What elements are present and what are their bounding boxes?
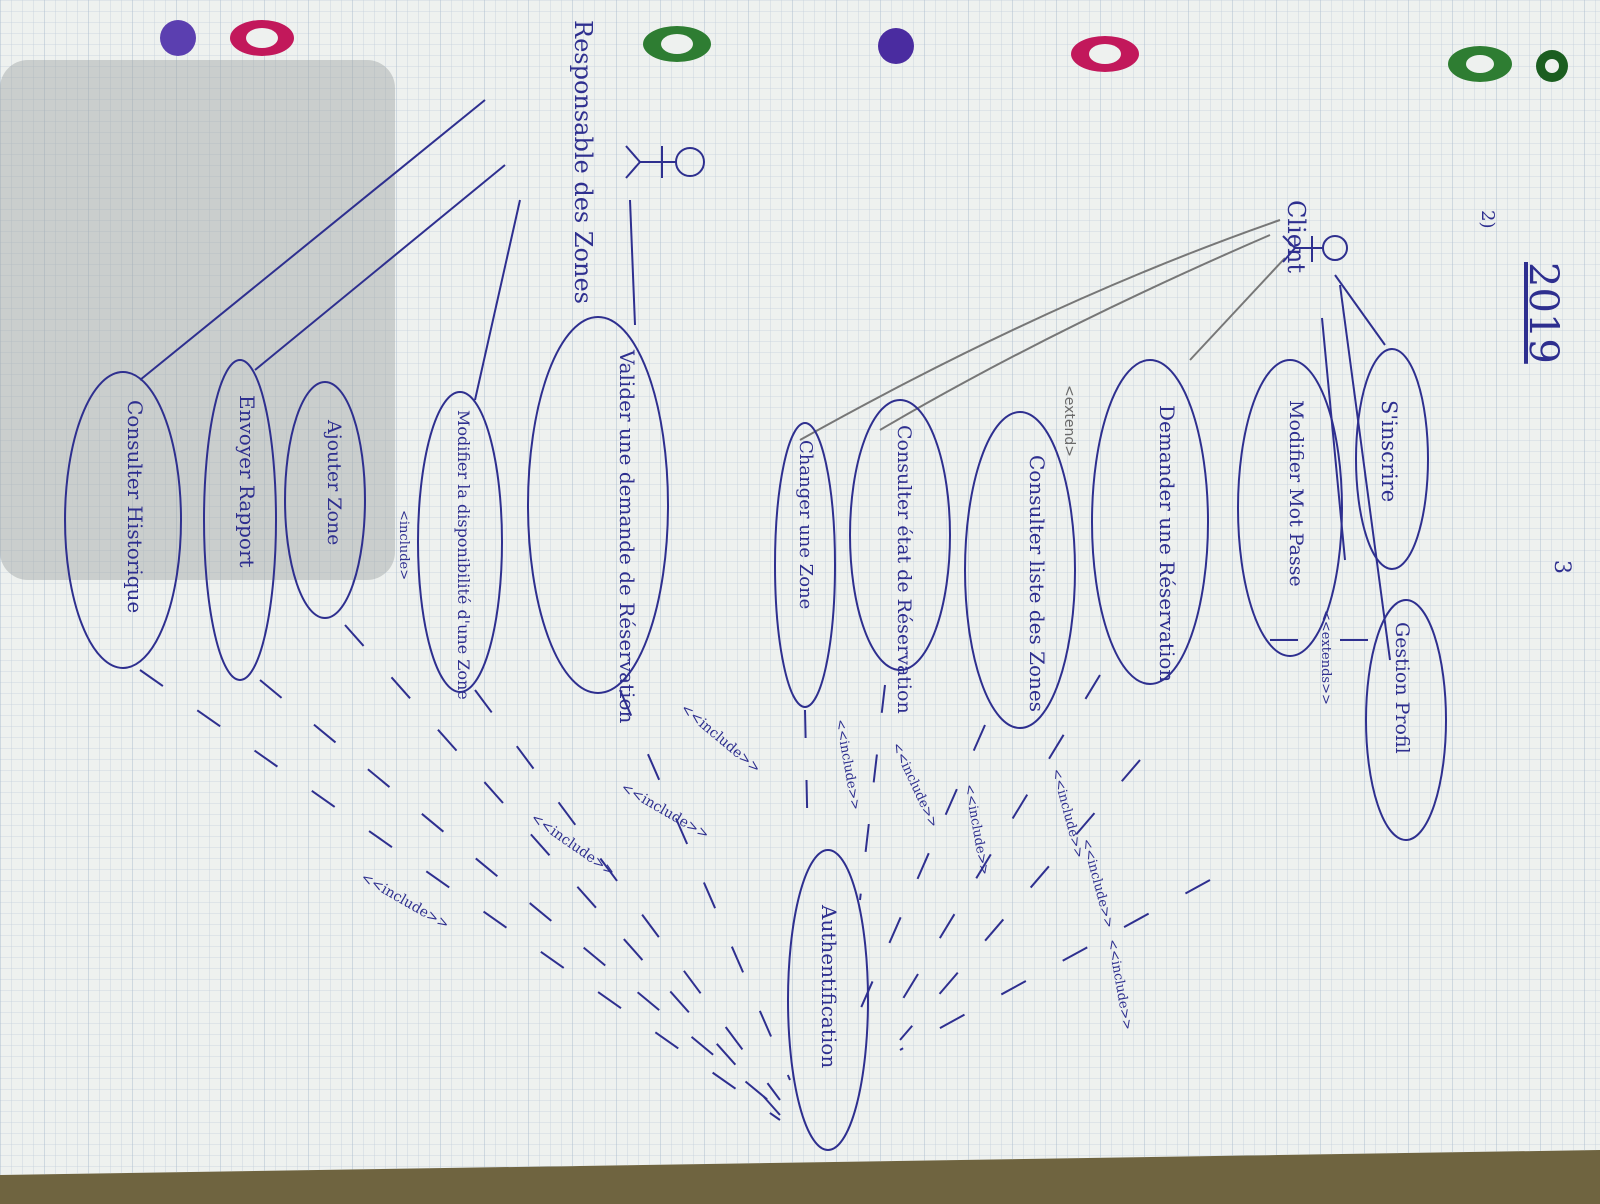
- use-case-consulter-liste: Consulter liste des Zones: [964, 411, 1076, 729]
- svg-text:Consulter état de Réservation: Consulter état de Réservation: [893, 425, 915, 714]
- client-associations: [799, 219, 1286, 441]
- use-case-demande-reservation: Demander une Réservation: [1091, 359, 1209, 685]
- svg-text:Consulter liste des Zones: Consulter liste des Zones: [1025, 455, 1049, 712]
- responsable-associations: [139, 99, 636, 401]
- include-arrows: [139, 624, 1380, 1121]
- svg-text:Authentification: Authentification: [817, 904, 841, 1068]
- use-case-consulter-historique: Consulter Historique: [64, 371, 182, 669]
- actor-responsable: [625, 145, 705, 179]
- svg-text:Valider une demande de Réserva: Valider une demande de Réservation: [615, 349, 639, 723]
- use-case-valider: Valider une demande de Réservation: [527, 316, 669, 723]
- svg-text:<include>: <include>: [396, 510, 411, 580]
- actor-responsable-label: Responsable des Zones: [569, 20, 597, 304]
- svg-text:Consulter Historique: Consulter Historique: [123, 400, 147, 613]
- year-label: 2019: [1520, 262, 1566, 364]
- use-case-ajouter-zone: Ajouter Zone: [284, 381, 366, 619]
- svg-text:S'inscrire: S'inscrire: [1377, 400, 1401, 502]
- stereotype-extends-right: <<extends>>: [1318, 610, 1333, 705]
- actor-client: [1282, 235, 1348, 263]
- binder-holes: [160, 20, 1568, 82]
- svg-text:Ajouter Zone: Ajouter Zone: [323, 419, 345, 545]
- svg-text:Demander une Réservation: Demander une Réservation: [1155, 405, 1179, 682]
- use-case-authentification: Authentification: [787, 849, 869, 1151]
- question-number: 2): [1477, 210, 1498, 228]
- svg-text:Gestion Profil: Gestion Profil: [1391, 622, 1413, 754]
- svg-text:Modifier la disponibilité d'un: Modifier la disponibilité d'une Zone: [454, 410, 473, 700]
- use-case-consulter-etat: Consulter état de Réservation: [849, 399, 951, 714]
- svg-text:Modifier Mot Passe: Modifier Mot Passe: [1285, 400, 1307, 587]
- use-case-envoyer-rapport: Envoyer Rapport: [203, 359, 277, 681]
- use-case-modifier-mdp: Modifier Mot Passe: [1237, 359, 1343, 657]
- page-number: 3: [1549, 560, 1574, 574]
- svg-text:Changer une Zone: Changer une Zone: [795, 440, 816, 609]
- use-case-modifier-dispo: Modifier la disponibilité d'une Zone: [417, 391, 503, 700]
- use-case-sinscrire: S'inscrire: [1355, 348, 1429, 570]
- use-case-gestion-profil: Gestion Profil: [1365, 599, 1447, 841]
- svg-text:Envoyer Rapport: Envoyer Rapport: [235, 395, 259, 568]
- use-case-changer-zone: Changer une Zone: [774, 422, 836, 708]
- stereotype-extend-top: <extend>: [1061, 385, 1077, 457]
- actor-client-label: Client: [1282, 200, 1310, 273]
- paper-sheet: [0, 0, 1600, 1175]
- hand-shadow: [0, 60, 395, 580]
